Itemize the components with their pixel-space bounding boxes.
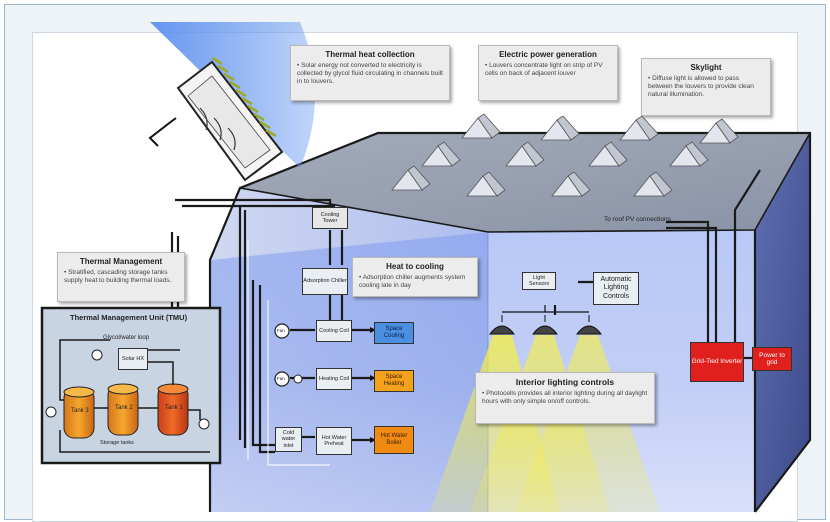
adsorption-chiller: Adsorption Chiller (302, 268, 348, 295)
callout-title: Thermal heat collection (325, 50, 415, 59)
tank-2-label: Tank 2 (115, 405, 133, 411)
callout-body: • Photocells provides all interior light… (482, 390, 648, 406)
space-cooling-output: Space Cooling (374, 322, 414, 344)
hot-water-boiler-output: Hot Water Boiler (374, 426, 414, 454)
space-heating-output: Space Heating (374, 370, 414, 392)
callout-body: • Diffuse light is allowed to pass betwe… (648, 75, 754, 99)
tank-3-label: Tank 3 (71, 408, 89, 414)
fan-label: Fan (277, 376, 285, 381)
glycol-loop-label: Glycol/water loop (103, 335, 150, 341)
hot-water-preheat: Hot Water Preheat (316, 427, 352, 455)
solar-hx: Solar HX (118, 348, 148, 370)
callout-electric-power: Electric power generation • Louvers conc… (478, 45, 618, 101)
callout-body: • Solar energy not converted to electric… (297, 62, 443, 86)
cooling-coil: Cooling Coil (316, 320, 352, 342)
cooling-tower: Cooling Tower (312, 207, 348, 229)
callout-title: Heat to cooling (386, 262, 444, 271)
callout-heat-to-cooling: Heat to cooling • Adsorption chiller aug… (352, 257, 478, 297)
callout-title: Skylight (690, 63, 722, 72)
power-to-grid-output: Power to grid (752, 347, 792, 371)
fan-label: Fan (277, 328, 285, 333)
skylight-pyramids (391, 113, 739, 197)
light-sensors: Light Sensors (522, 272, 556, 290)
tmu-title: Thermal Management Unit (TMU) (70, 313, 188, 322)
callout-title: Electric power generation (499, 50, 597, 59)
tank-1-label: Tank 1 (165, 405, 183, 411)
roof (240, 133, 810, 232)
callout-title: Interior lighting controls (515, 377, 615, 387)
louver-collector (148, 56, 284, 182)
storage-tanks-label: Storage tanks (100, 440, 134, 446)
callout-interior-lighting: Interior lighting controls • Photocells … (475, 372, 655, 424)
heating-coil: Heating Coil (316, 368, 352, 390)
storage-tanks (63, 383, 189, 439)
cold-water-inlet: Cold water inlet (275, 427, 302, 452)
grid-tied-inverter: Grid-Tied Inverter (690, 342, 744, 382)
callout-body: • Louvers concentrate light on strip of … (485, 62, 603, 78)
callout-body: • Adsorption chiller augments system coo… (359, 274, 466, 290)
roof-pv-label: To roof PV connections (604, 216, 671, 223)
callout-title: Thermal Management (79, 257, 163, 266)
right-wall (755, 133, 810, 512)
automatic-lighting-controls: Automatic Lighting Controls (593, 272, 639, 305)
callout-skylight: Skylight • Diffuse light is allowed to p… (641, 58, 771, 116)
callout-thermal-management: Thermal Management • Stratified, cascadi… (57, 252, 185, 302)
light-fixtures (488, 315, 603, 335)
callout-thermal-heat-collection: Thermal heat collection • Solar energy n… (290, 45, 450, 101)
callout-body: • Stratified, cascading storage tanks su… (64, 269, 172, 285)
